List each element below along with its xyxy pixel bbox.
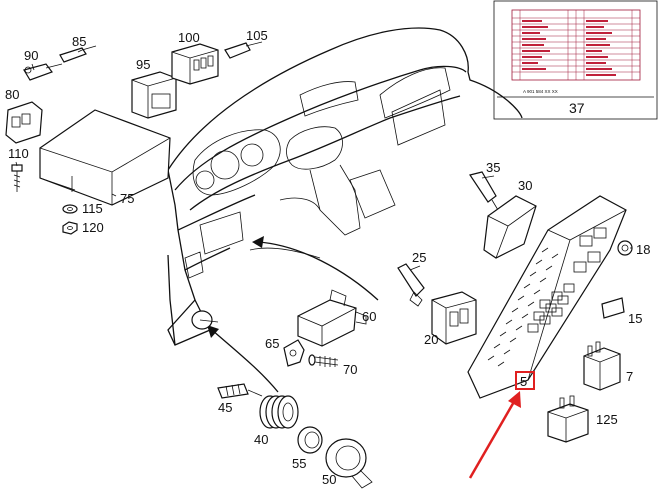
part-110-bolt xyxy=(11,164,23,192)
part-55-ring xyxy=(297,426,323,454)
callout-55: 55 xyxy=(292,456,306,471)
callout-115: 115 xyxy=(82,201,103,216)
fuse-slots xyxy=(487,247,559,367)
part-60-switch-module xyxy=(297,289,367,347)
callout-35: 35 xyxy=(486,160,500,175)
callout-100: 100 xyxy=(178,30,200,45)
callout-125: 125 xyxy=(596,412,618,427)
part-90-clip xyxy=(23,63,63,81)
inset-callout-37: 37 xyxy=(569,100,585,116)
part-7-relay xyxy=(583,341,621,391)
part-95-relay-block xyxy=(131,71,177,119)
part-40-coil xyxy=(259,395,299,429)
callout-18: 18 xyxy=(636,242,650,257)
part-45-plug xyxy=(217,383,263,399)
callout-7: 7 xyxy=(626,369,633,384)
leader-lines xyxy=(15,49,632,271)
callout-20: 20 xyxy=(424,332,438,347)
part-125-relay xyxy=(547,395,589,443)
callout-85: 85 xyxy=(72,34,86,49)
callout-80: 80 xyxy=(5,87,19,102)
callout-15: 15 xyxy=(628,311,642,326)
part-18-grommet xyxy=(617,240,633,256)
part-120-nut xyxy=(62,221,78,235)
callout-65: 65 xyxy=(265,336,279,351)
part-100-connector xyxy=(171,43,219,85)
inset-part-number: A 901 584 XX XX xyxy=(523,89,558,94)
callout-75: 75 xyxy=(120,191,134,206)
part-15-cover xyxy=(601,297,625,319)
callout-60: 60 xyxy=(362,309,376,324)
part-105-terminal xyxy=(224,41,263,59)
callout-95: 95 xyxy=(136,57,150,72)
part-35-terminal xyxy=(469,171,499,211)
callout-110: 110 xyxy=(8,146,29,161)
callout-50: 50 xyxy=(322,472,336,487)
leader-arrow-to-opening xyxy=(191,310,279,393)
callout-90: 90 xyxy=(24,48,38,63)
callout-30: 30 xyxy=(518,178,532,193)
part-80-connector xyxy=(5,101,43,144)
callout-70: 70 xyxy=(343,362,357,377)
part-5-fuse-box xyxy=(467,195,627,399)
callout-45: 45 xyxy=(218,400,232,415)
relay-grid xyxy=(527,227,607,333)
callout-105: 105 xyxy=(246,28,268,43)
callout-5-highlight xyxy=(515,371,535,390)
callout-5: 5 xyxy=(520,374,527,389)
part-25-terminal xyxy=(397,263,425,307)
callout-25: 25 xyxy=(412,250,426,265)
callout-40: 40 xyxy=(254,432,268,447)
dashboard-illustration xyxy=(167,27,523,346)
part-75-module xyxy=(39,109,171,206)
part-50-cap xyxy=(325,438,373,489)
part-65-bracket xyxy=(283,339,305,367)
red-pointer-arrow xyxy=(468,391,521,479)
inset-table-grid xyxy=(512,10,640,80)
part-115-washer xyxy=(62,204,78,214)
leader-arrow-to-dashboard xyxy=(252,236,379,301)
part-30-connector xyxy=(483,195,537,259)
part-70-screw xyxy=(308,354,339,367)
inset-table-redmarks xyxy=(522,20,616,76)
part-20-connector xyxy=(431,291,477,345)
inset-label-37: A 901 584 XX XX 37 xyxy=(493,0,658,120)
callout-120: 120 xyxy=(82,220,104,235)
